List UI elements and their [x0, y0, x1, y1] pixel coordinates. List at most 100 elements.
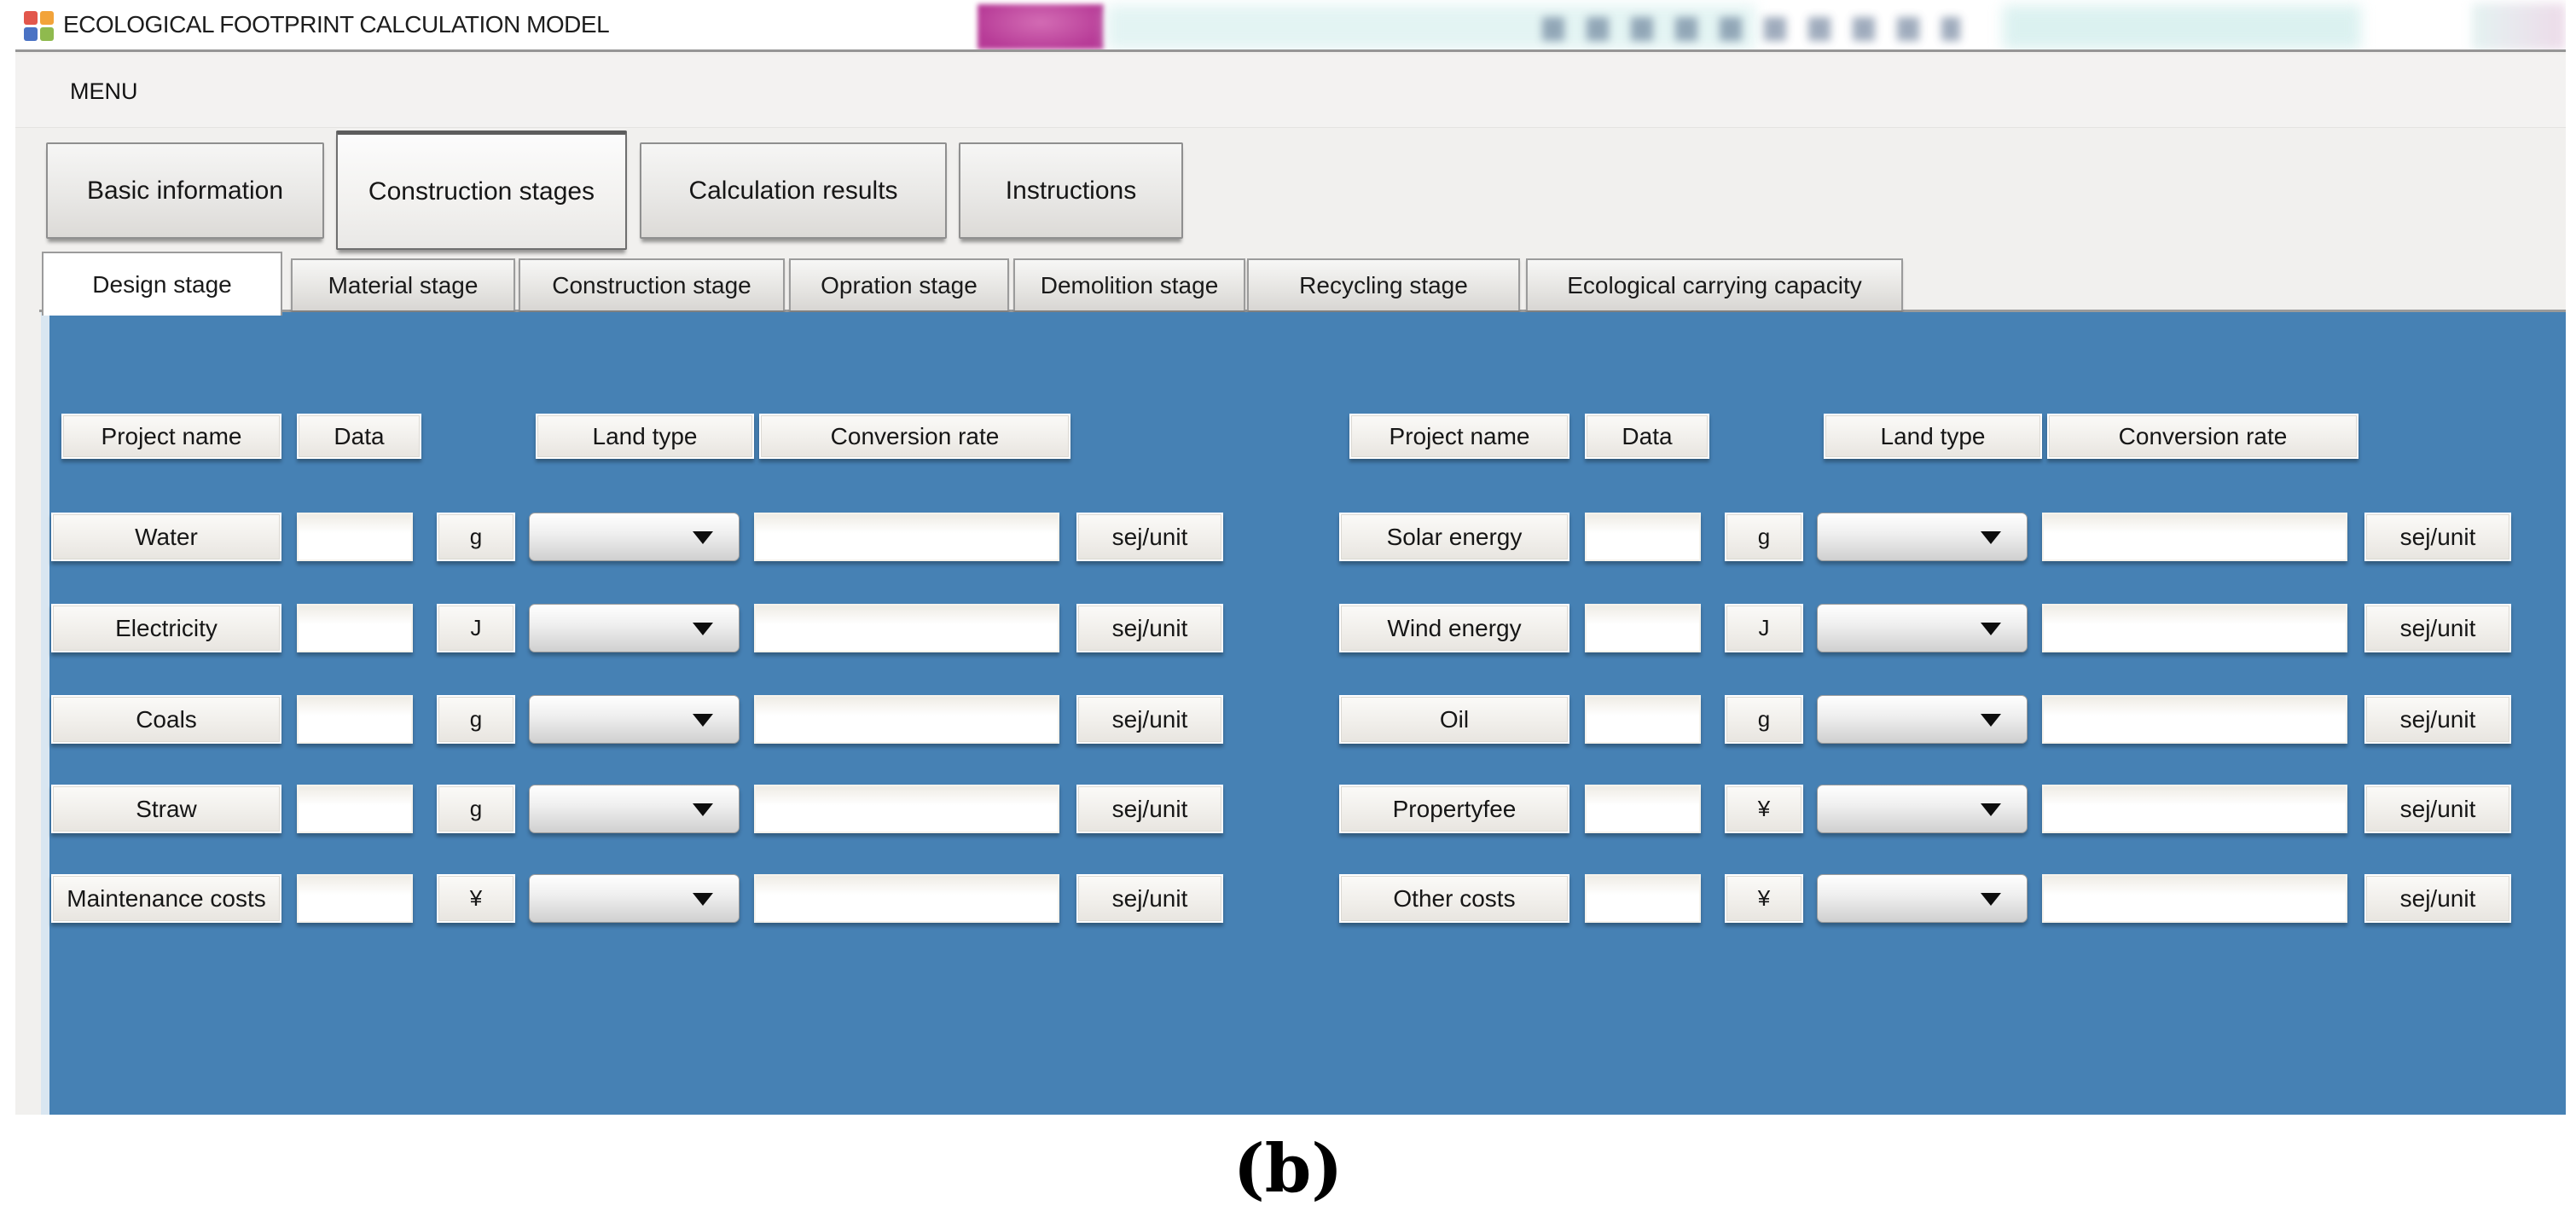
conversion-rate-input[interactable]: [754, 874, 1059, 923]
chevron-down-icon: [1981, 803, 2001, 816]
sej-unit-label: sej/unit: [1076, 695, 1223, 744]
data-input[interactable]: [1585, 604, 1701, 652]
menu-bar: MENU: [15, 55, 2566, 128]
tab-instructions[interactable]: Instructions: [959, 142, 1183, 239]
project-name-label: Electricity: [51, 604, 281, 652]
sej-unit-label: sej/unit: [2364, 604, 2511, 652]
unit-label: ¥: [1725, 785, 1803, 833]
chevron-down-icon: [1981, 892, 2001, 906]
unit-label: g: [1725, 513, 1803, 561]
unit-label: ¥: [437, 874, 515, 923]
sej-unit-label: sej/unit: [1076, 785, 1223, 833]
background-artifact-cyan: [2472, 3, 2566, 49]
tab-design-stage[interactable]: Design stage: [42, 252, 282, 316]
tab-strip-border: [39, 310, 2566, 312]
background-artifact-text-smudge: [1542, 17, 1960, 41]
design-stage-panel: Project name Data Land type Conversion r…: [41, 312, 2566, 1115]
unit-label: J: [437, 604, 515, 652]
unit-label: g: [437, 513, 515, 561]
land-type-dropdown[interactable]: [1817, 785, 2028, 833]
menu-item-menu[interactable]: MENU: [70, 78, 138, 104]
sej-unit-label: sej/unit: [2364, 695, 2511, 744]
tab-construction-stage[interactable]: Construction stage: [519, 258, 785, 310]
land-type-dropdown[interactable]: [529, 604, 740, 652]
sej-unit-label: sej/unit: [2364, 785, 2511, 833]
data-input[interactable]: [297, 513, 413, 561]
header-data: Data: [297, 414, 421, 459]
conversion-rate-input[interactable]: [2042, 513, 2347, 561]
chevron-down-icon: [693, 713, 713, 727]
conversion-rate-input[interactable]: [2042, 695, 2347, 744]
chevron-down-icon: [693, 803, 713, 816]
sej-unit-label: sej/unit: [1076, 604, 1223, 652]
tab-demolition-stage[interactable]: Demolition stage: [1013, 258, 1245, 310]
land-type-dropdown[interactable]: [1817, 604, 2028, 652]
figure-caption: (b): [1233, 1129, 1343, 1208]
header-land-type: Land type: [536, 414, 754, 459]
unit-label: g: [437, 695, 515, 744]
conversion-rate-input[interactable]: [2042, 604, 2347, 652]
land-type-dropdown[interactable]: [1817, 513, 2028, 561]
project-name-label: Straw: [51, 785, 281, 833]
sej-unit-label: sej/unit: [2364, 874, 2511, 923]
chevron-down-icon: [1981, 530, 2001, 544]
land-type-dropdown[interactable]: [529, 785, 740, 833]
chevron-down-icon: [1981, 622, 2001, 635]
background-artifact-pink: [978, 4, 1104, 49]
data-input[interactable]: [1585, 695, 1701, 744]
sej-unit-label: sej/unit: [1076, 513, 1223, 561]
project-name-label: Water: [51, 513, 281, 561]
tab-material-stage[interactable]: Material stage: [291, 258, 515, 310]
header-project-name: Project name: [1349, 414, 1569, 459]
app-window: ECOLOGICAL FOOTPRINT CALCULATION MODEL M…: [15, 0, 2566, 1115]
tab-opration-stage[interactable]: Opration stage: [789, 258, 1009, 310]
data-input[interactable]: [1585, 874, 1701, 923]
header-conversion-rate: Conversion rate: [2047, 414, 2358, 459]
conversion-rate-input[interactable]: [754, 695, 1059, 744]
chevron-down-icon: [1981, 713, 2001, 727]
chevron-down-icon: [693, 622, 713, 635]
window-title: ECOLOGICAL FOOTPRINT CALCULATION MODEL: [63, 11, 610, 38]
title-bar: ECOLOGICAL FOOTPRINT CALCULATION MODEL: [15, 0, 2566, 52]
project-name-label: Coals: [51, 695, 281, 744]
project-name-label: Solar energy: [1339, 513, 1569, 561]
conversion-rate-input[interactable]: [754, 604, 1059, 652]
land-type-dropdown[interactable]: [1817, 695, 2028, 744]
unit-label: J: [1725, 604, 1803, 652]
conversion-rate-input[interactable]: [754, 513, 1059, 561]
data-input[interactable]: [297, 604, 413, 652]
unit-label: g: [1725, 695, 1803, 744]
project-name-label: Oil: [1339, 695, 1569, 744]
sej-unit-label: sej/unit: [2364, 513, 2511, 561]
land-type-dropdown[interactable]: [529, 874, 740, 923]
conversion-rate-input[interactable]: [2042, 785, 2347, 833]
data-input[interactable]: [1585, 785, 1701, 833]
unit-label: g: [437, 785, 515, 833]
land-type-dropdown[interactable]: [529, 513, 740, 561]
tab-calculation-results[interactable]: Calculation results: [640, 142, 947, 239]
land-type-dropdown[interactable]: [1817, 874, 2028, 923]
data-input[interactable]: [297, 785, 413, 833]
tab-ecological-carrying-capacity[interactable]: Ecological carrying capacity: [1526, 258, 1903, 310]
land-type-dropdown[interactable]: [529, 695, 740, 744]
tab-recycling-stage[interactable]: Recycling stage: [1247, 258, 1520, 310]
data-input[interactable]: [297, 695, 413, 744]
header-data: Data: [1585, 414, 1709, 459]
tab-basic-information[interactable]: Basic information: [46, 142, 324, 239]
project-name-label: Other costs: [1339, 874, 1569, 923]
conversion-rate-input[interactable]: [2042, 874, 2347, 923]
data-input[interactable]: [1585, 513, 1701, 561]
header-conversion-rate: Conversion rate: [759, 414, 1070, 459]
tab-construction-stages[interactable]: Construction stages: [336, 130, 627, 250]
header-land-type: Land type: [1824, 414, 2042, 459]
conversion-rate-input[interactable]: [754, 785, 1059, 833]
form-group-right: Project name Data Land type Conversion r…: [1339, 312, 2550, 1115]
sej-unit-label: sej/unit: [1076, 874, 1223, 923]
chevron-down-icon: [693, 530, 713, 544]
app-icon: [24, 11, 55, 42]
data-input[interactable]: [297, 874, 413, 923]
project-name-label: Maintenance costs: [51, 874, 281, 923]
background-artifact-cyan: [1107, 5, 1755, 49]
project-name-label: Wind energy: [1339, 604, 1569, 652]
